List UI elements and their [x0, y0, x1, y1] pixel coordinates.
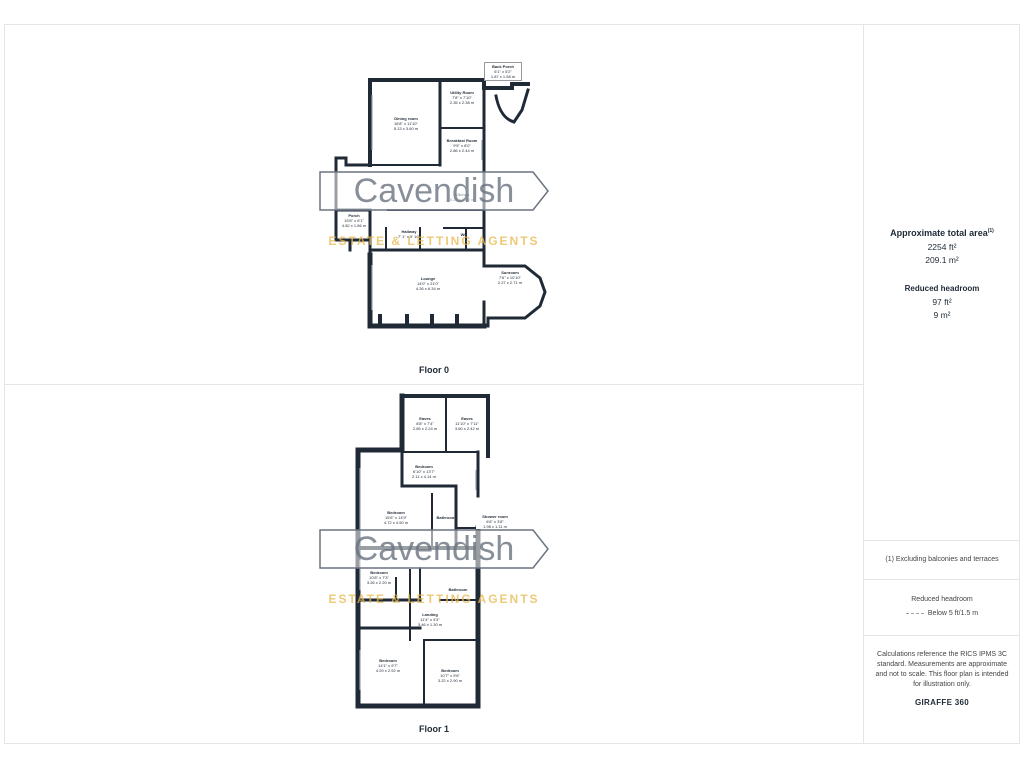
room-dims: 7'8" x 7'10"	[452, 95, 472, 100]
footnote-text: (1) Excluding balconies and terraces	[885, 556, 999, 563]
floor-0-label: Floor 0	[418, 365, 449, 375]
room-dims: 9'5" x 8'0"	[453, 143, 471, 148]
room-name: Landing	[422, 612, 438, 617]
watermark-tagline: ESTATE & LETTING AGENTS	[328, 234, 540, 248]
floor-0-windows	[371, 95, 483, 310]
giraffe360-logo: GIRAFFE 360	[872, 698, 1012, 707]
legend-swatch	[905, 612, 924, 614]
total-area-m: 209.1 m²	[925, 255, 959, 265]
room-name: Bathroom	[436, 515, 456, 520]
total-area-title: Approximate total area	[890, 228, 988, 238]
footnote-marker: (1)	[987, 228, 994, 234]
total-area-ft: 2254 ft²	[927, 242, 957, 252]
room-dims: 1.87 x 1.58 m	[490, 74, 516, 79]
reduced-headroom-ft: 97 ft²	[932, 297, 952, 307]
floor-plan-drawing	[334, 78, 547, 709]
total-area-block: Approximate total area(1) 2254 ft² 209.1…	[864, 228, 1020, 265]
room-dims: 16'8" x 11'10"	[394, 121, 418, 126]
sidebar-divider	[864, 579, 1020, 580]
room-name: Eaves	[461, 416, 473, 421]
disclaimer-text: Calculations reference the RICS IPMS 3C …	[875, 651, 1009, 688]
room-dims: 5.13 x 3.60 m	[393, 126, 419, 131]
room-name: Bedroom	[415, 464, 433, 469]
room-dims: 7'6" x 10'10"	[499, 275, 521, 280]
room-dims: 2.11 x 4.14 m	[412, 474, 436, 479]
room-dims: 4.26 x 6.34 m	[415, 286, 441, 291]
room-name: Sunroom	[501, 270, 519, 275]
room-dims: 14'0" x 21'0"	[417, 281, 439, 286]
room-dims: 4.29 x 2.92 m	[375, 668, 401, 673]
legend-item: Below 5 ft/1.5 m	[927, 610, 979, 617]
room-dims: 6'1" x 5'2"	[494, 69, 512, 74]
reduced-headroom-block: Reduced headroom 97 ft² 9 m²	[864, 284, 1020, 320]
watermark-logo-floor-0	[319, 171, 549, 211]
room-dims: 10'7" x 9'6"	[440, 673, 460, 678]
room-dims: 2.86 x 2.44 m	[449, 148, 475, 153]
room-dims: 14'1" x 9'7"	[378, 663, 398, 668]
floor-0-piers	[378, 78, 470, 326]
room-name: Shower room	[482, 514, 508, 519]
room-name: Bedroom	[441, 668, 459, 673]
room-dims: 3.60 x 2.42 m	[454, 426, 480, 431]
reduced-headroom-title: Reduced headroom	[904, 284, 980, 293]
watermark-logo-floor-1	[319, 529, 549, 569]
room-dims: 11'10" x 7'11"	[455, 421, 479, 426]
room-dims: 2.35 x 2.38 m	[449, 100, 475, 105]
room-dims: 11'4" x 4'3"	[420, 617, 440, 622]
room-dims: 8'8" x 7'4"	[416, 421, 434, 426]
room-name: WC	[460, 232, 468, 237]
floor-1-label: Floor 1	[418, 724, 449, 734]
room-dims: 2.65 x 2.24 m	[412, 426, 438, 431]
room-dims: 3.22 x 2.90 m	[437, 678, 463, 683]
brand-number: 360	[954, 698, 969, 707]
sidebar-divider	[864, 635, 1020, 636]
room-dims: 2.27 x 2.71 m	[497, 280, 523, 285]
sidebar-divider	[863, 24, 864, 744]
room-dims: 15'6" x 14'9"	[385, 515, 407, 520]
room-dims: 10'8" x 7'3"	[369, 575, 389, 580]
room-name: Utility Room	[450, 90, 474, 95]
room-name: Bathroom	[448, 587, 468, 592]
room-name: Bedroom	[387, 510, 405, 515]
sidebar-divider	[864, 540, 1020, 541]
room-dims: 7' 1" x 5' 10"	[398, 234, 420, 239]
room-name: Breakfast Room	[446, 138, 478, 143]
watermark-brand: Cavendish	[353, 530, 515, 568]
room-name: Dining room	[394, 116, 418, 121]
room-name: Eaves	[419, 416, 431, 421]
room-name: Hallway	[401, 229, 417, 234]
room-dims: 6'6" x 3'8"	[486, 519, 504, 524]
room-name: Bedroom	[379, 658, 397, 663]
legend-title: Reduced headroom	[911, 596, 973, 603]
reduced-headroom-m: 9 m²	[933, 310, 951, 320]
room-dims: 4.72 x 4.50 m	[383, 520, 409, 525]
room-name: Back Porch	[491, 64, 514, 69]
room-dims: 4.82 x 1.86 m	[341, 223, 367, 228]
room-dims: 1.98 x 1.11 m	[483, 524, 507, 529]
room-name: Lounge	[420, 276, 436, 281]
room-name: Porch	[348, 213, 360, 218]
brand-name: GIRAFFE	[915, 698, 953, 707]
room-dims: 15'8" x 6'1"	[344, 218, 364, 223]
watermark-brand: Cavendish	[353, 172, 515, 210]
watermark-tagline: ESTATE & LETTING AGENTS	[328, 592, 540, 606]
room-dims: 3.26 x 2.20 m	[366, 580, 392, 585]
floor-divider	[4, 384, 863, 385]
room-name: Bedroom	[370, 570, 388, 575]
room-dims: 3.46 x 1.30 m	[417, 622, 443, 627]
room-dims: 6'10" x 13'7"	[413, 469, 435, 474]
